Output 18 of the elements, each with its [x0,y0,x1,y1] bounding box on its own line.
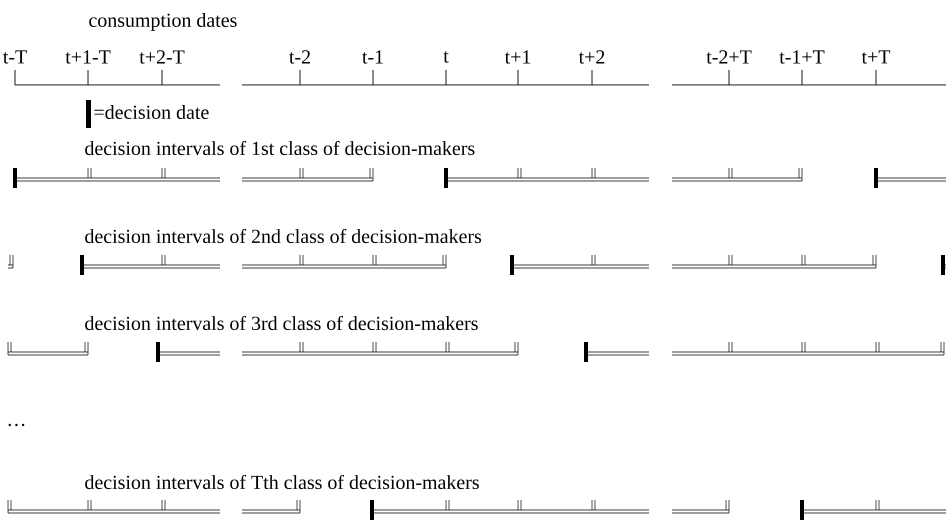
row-label: decision intervals of 1st class of decision-makers [85,140,474,156]
tick-label: t+1-T [65,50,110,64]
axis-title: consumption dates [89,12,237,32]
legend-text: =decision date [94,104,209,119]
tick-label: t-1 [362,50,383,64]
row-label: decision intervals of Tth class of decision-makers [85,474,479,490]
tick-label: t+T [862,50,890,64]
ellipsis: … [8,424,24,426]
row-label: decision intervals of 3rd class of decision-makers [85,316,478,330]
tick-label: t+1 [504,50,530,64]
tick-label: t-1+T [779,50,824,64]
tick-label: t+2 [578,50,604,64]
row-label: decision intervals of 2nd class of decision-makers [85,228,482,244]
tick-label: t [443,51,449,63]
tick-label: t-T [3,50,27,64]
tick-label: t-2 [289,50,310,64]
tick-label: t-2+T [706,50,752,64]
tick-label: t+2-T [139,50,184,64]
